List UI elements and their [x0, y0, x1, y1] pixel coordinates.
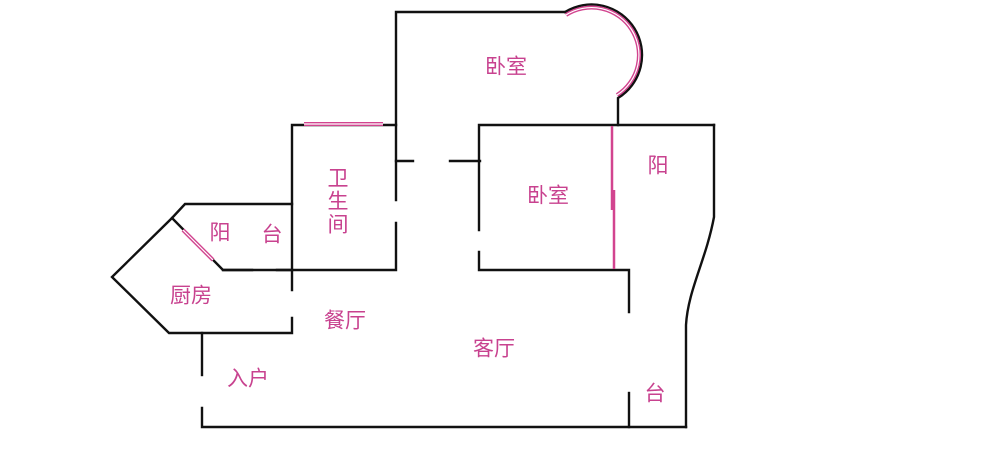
label-balcony-right-bottom: 台	[645, 382, 666, 406]
label-bathroom-2: 生	[328, 190, 349, 214]
window-bedroom-balcony	[610, 126, 616, 269]
wall-second-bedroom	[477, 123, 716, 232]
walls	[110, 3, 716, 429]
label-dining: 餐厅	[324, 309, 366, 333]
label-balcony-right-top: 阳	[648, 154, 669, 178]
label-second-bedroom: 卧室	[527, 184, 569, 208]
label-bathroom-1: 卫	[328, 167, 349, 191]
label-entrance: 入户	[227, 367, 269, 391]
label-kitchen: 厨房	[170, 284, 212, 308]
label-balcony-left-1: 阳	[210, 221, 231, 245]
label-living: 客厅	[473, 337, 515, 361]
wall-bathroom-right	[221, 221, 398, 272]
wall-second-bedroom-bottom	[477, 250, 631, 314]
windows	[181, 5, 641, 269]
wall-master-bedroom	[394, 10, 567, 202]
wall-right-balcony	[684, 123, 716, 429]
wall-bay-arc	[563, 3, 644, 127]
label-balcony-left-2: 台	[262, 223, 283, 247]
wall-bottom	[200, 406, 688, 429]
label-bathroom-3: 间	[328, 213, 349, 237]
wall-kitchen	[110, 202, 294, 335]
label-master-bedroom: 卧室	[485, 55, 527, 79]
room-labels: 卧室 卧室 阳 台 卫 生 间 阳 台 厨房 餐厅 客厅 入户	[170, 55, 669, 406]
